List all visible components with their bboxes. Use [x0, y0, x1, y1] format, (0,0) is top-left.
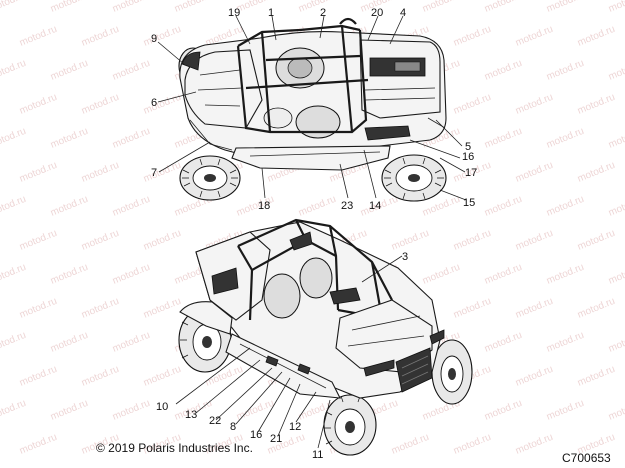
- callout-5: 5: [465, 141, 471, 153]
- diagram-code: C700653: [562, 451, 611, 465]
- rear-wheel-top-right: [381, 154, 447, 202]
- callout-18: 18: [258, 200, 270, 212]
- vehicle-top-view: [178, 17, 447, 202]
- front-wheel-iso-left: [323, 394, 377, 456]
- vehicle-isometric-view: [178, 218, 473, 456]
- callouts-top-view: 19 1 2 20 4 9 6 5 16 17 7 18 23 14 15: [151, 7, 477, 212]
- callout-14: 14: [369, 200, 381, 212]
- callout-3: 3: [402, 251, 408, 263]
- callout-20: 20: [371, 7, 383, 19]
- callout-15: 15: [463, 197, 475, 209]
- front-wheel-top-left: [179, 155, 241, 201]
- callout-4: 4: [400, 7, 406, 19]
- callout-12: 12: [289, 421, 301, 433]
- callout-23: 23: [341, 200, 353, 212]
- callout-2: 2: [320, 7, 326, 19]
- front-wheel-iso-right: [431, 339, 473, 405]
- callout-13: 13: [185, 409, 197, 421]
- callout-9: 9: [151, 33, 157, 45]
- callout-11: 11: [312, 449, 323, 461]
- callout-6: 6: [151, 97, 157, 109]
- leader-lines: [157, 15, 467, 449]
- copyright-text: © 2019 Polaris Industries Inc.: [96, 441, 253, 455]
- callout-16-top: 16: [462, 151, 474, 163]
- callouts-isometric-view: 3 10 13 22 8 16 21 12 11: [156, 251, 408, 461]
- callout-19: 19: [228, 7, 240, 19]
- callout-1: 1: [268, 7, 274, 19]
- callout-7: 7: [151, 167, 157, 179]
- callout-16-bottom: 16: [250, 429, 262, 441]
- callout-21: 21: [270, 433, 282, 445]
- callout-10: 10: [156, 401, 168, 413]
- callout-8: 8: [230, 421, 236, 433]
- callout-22: 22: [209, 415, 221, 427]
- callout-17: 17: [465, 167, 477, 179]
